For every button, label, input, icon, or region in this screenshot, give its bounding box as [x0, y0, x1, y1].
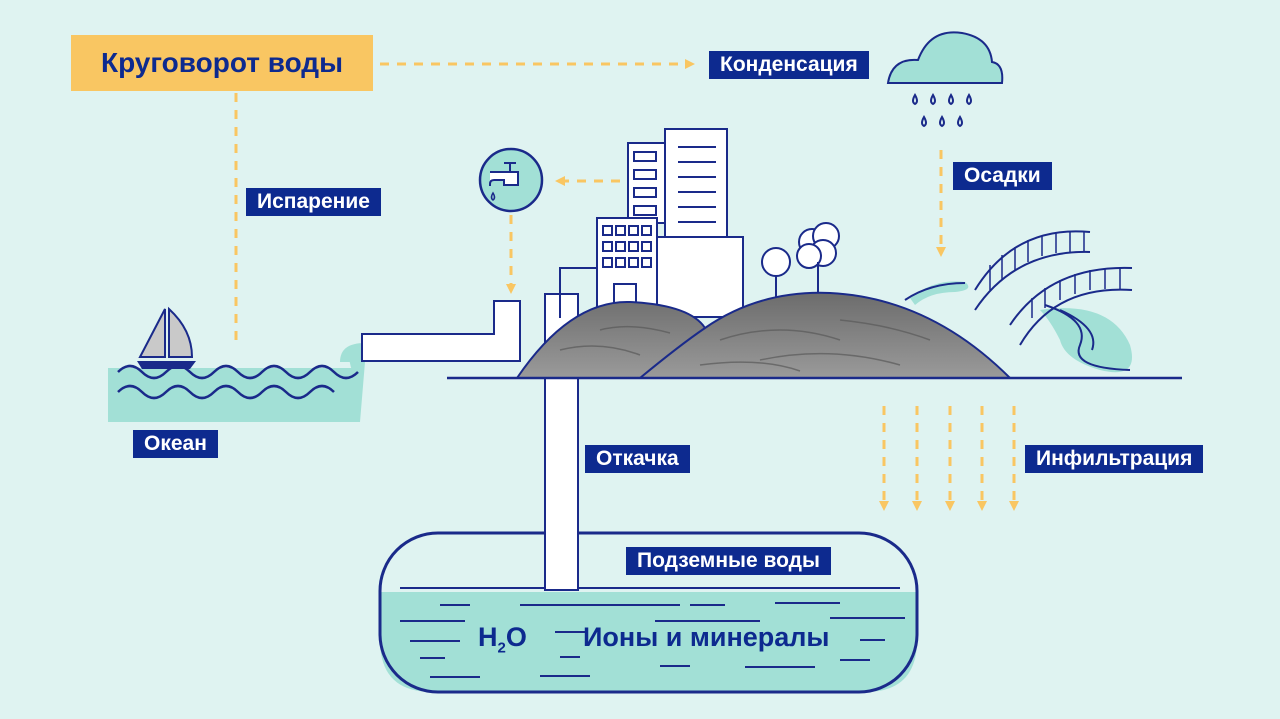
label-pumping: Откачка: [585, 445, 690, 473]
sailboat-icon: [137, 306, 196, 369]
h2o-subscript: 2: [497, 639, 506, 657]
label-ocean: Океан: [133, 430, 218, 458]
river: [904, 281, 1132, 373]
h2o-tail: O: [505, 622, 527, 652]
building-icon: [559, 128, 744, 318]
label-condensation: Конденсация: [709, 51, 869, 79]
cloud-icon: [886, 31, 1004, 84]
ions-minerals-text: Ионы и минералы: [583, 622, 830, 652]
label-groundwater: Подземные воды: [626, 547, 831, 575]
ocean: [108, 343, 368, 422]
h2o-main: H: [478, 622, 498, 652]
h2o-formula: H2O: [478, 622, 527, 656]
label-precipitation: Осадки: [953, 162, 1052, 190]
tree-icon: [761, 222, 840, 305]
label-infiltration: Инфильтрация: [1025, 445, 1204, 473]
diagram-title: Круговорот воды: [71, 35, 373, 91]
bridge-icon: [974, 230, 1133, 346]
groundwater-tank: [378, 531, 919, 694]
hills: [515, 291, 1013, 379]
outflow-pipe: [361, 300, 521, 362]
faucet-icon: [478, 147, 544, 213]
rain-drops-icon: [912, 92, 972, 128]
label-evaporation: Испарение: [246, 188, 381, 216]
